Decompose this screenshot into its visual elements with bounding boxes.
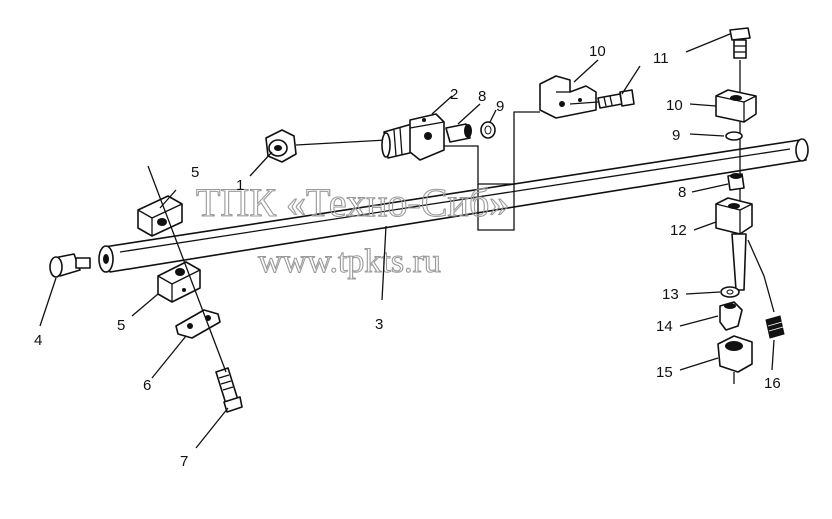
watermark-url: www.tpkts.ru — [258, 243, 441, 280]
callout-8-right: 8 — [678, 184, 686, 201]
callout-4: 4 — [34, 332, 42, 349]
leader-lines — [39, 33, 775, 449]
nipple-part-14 — [719, 301, 743, 331]
callout-11: 11 — [653, 50, 669, 67]
callout-5-lower: 5 — [117, 317, 125, 334]
washer-part-13 — [720, 286, 740, 298]
callout-10-top: 10 — [589, 43, 606, 60]
bolt-part-11 — [597, 89, 635, 109]
callout-14: 14 — [656, 318, 673, 335]
callout-7: 7 — [180, 453, 188, 470]
cap-part-1 — [265, 129, 297, 163]
bolt-part-7 — [215, 367, 243, 413]
callout-10-right: 10 — [666, 97, 683, 114]
callout-6: 6 — [143, 377, 151, 394]
callout-8-middle: 8 — [478, 88, 486, 105]
callout-1: 1 — [236, 177, 244, 194]
plate-part-6 — [175, 309, 221, 339]
tee-fitting-part-12 — [715, 197, 753, 291]
nut-part-15 — [717, 335, 753, 384]
callout-labels: 1 2 8 9 3 4 5 5 6 7 10 11 10 9 8 12 13 1… — [34, 43, 781, 470]
clamp-part-5-upper — [137, 195, 183, 237]
callout-3: 3 — [375, 316, 383, 333]
callout-9-middle: 9 — [496, 98, 504, 115]
bolt-part-11-vertical — [729, 27, 751, 59]
clamp-part-10-right — [715, 89, 757, 123]
callout-13: 13 — [662, 286, 679, 303]
clamp-part-10-top — [539, 75, 597, 119]
callout-15: 15 — [656, 364, 673, 381]
callout-2: 2 — [450, 86, 458, 103]
valve-body-part-2 — [381, 113, 445, 161]
filter-part-16 — [765, 315, 785, 339]
nipple-part-8-right — [727, 173, 745, 191]
watermark: ТПК «Техно-Сиб» www.tpkts.ru — [195, 179, 509, 280]
callout-5-upper: 5 — [191, 164, 199, 181]
callout-16: 16 — [764, 375, 781, 392]
callout-9-right: 9 — [672, 127, 680, 144]
washer-part-9-right — [725, 131, 743, 141]
callout-12: 12 — [670, 222, 687, 239]
end-plug-part-4 — [49, 253, 91, 278]
tube-part-3 — [98, 138, 809, 273]
watermark-company: ТПК «Техно-Сиб» — [196, 180, 509, 225]
washer-part-9-middle — [480, 121, 496, 139]
nipple-part-8-middle — [445, 123, 472, 143]
clamp-part-5-lower — [157, 261, 201, 303]
